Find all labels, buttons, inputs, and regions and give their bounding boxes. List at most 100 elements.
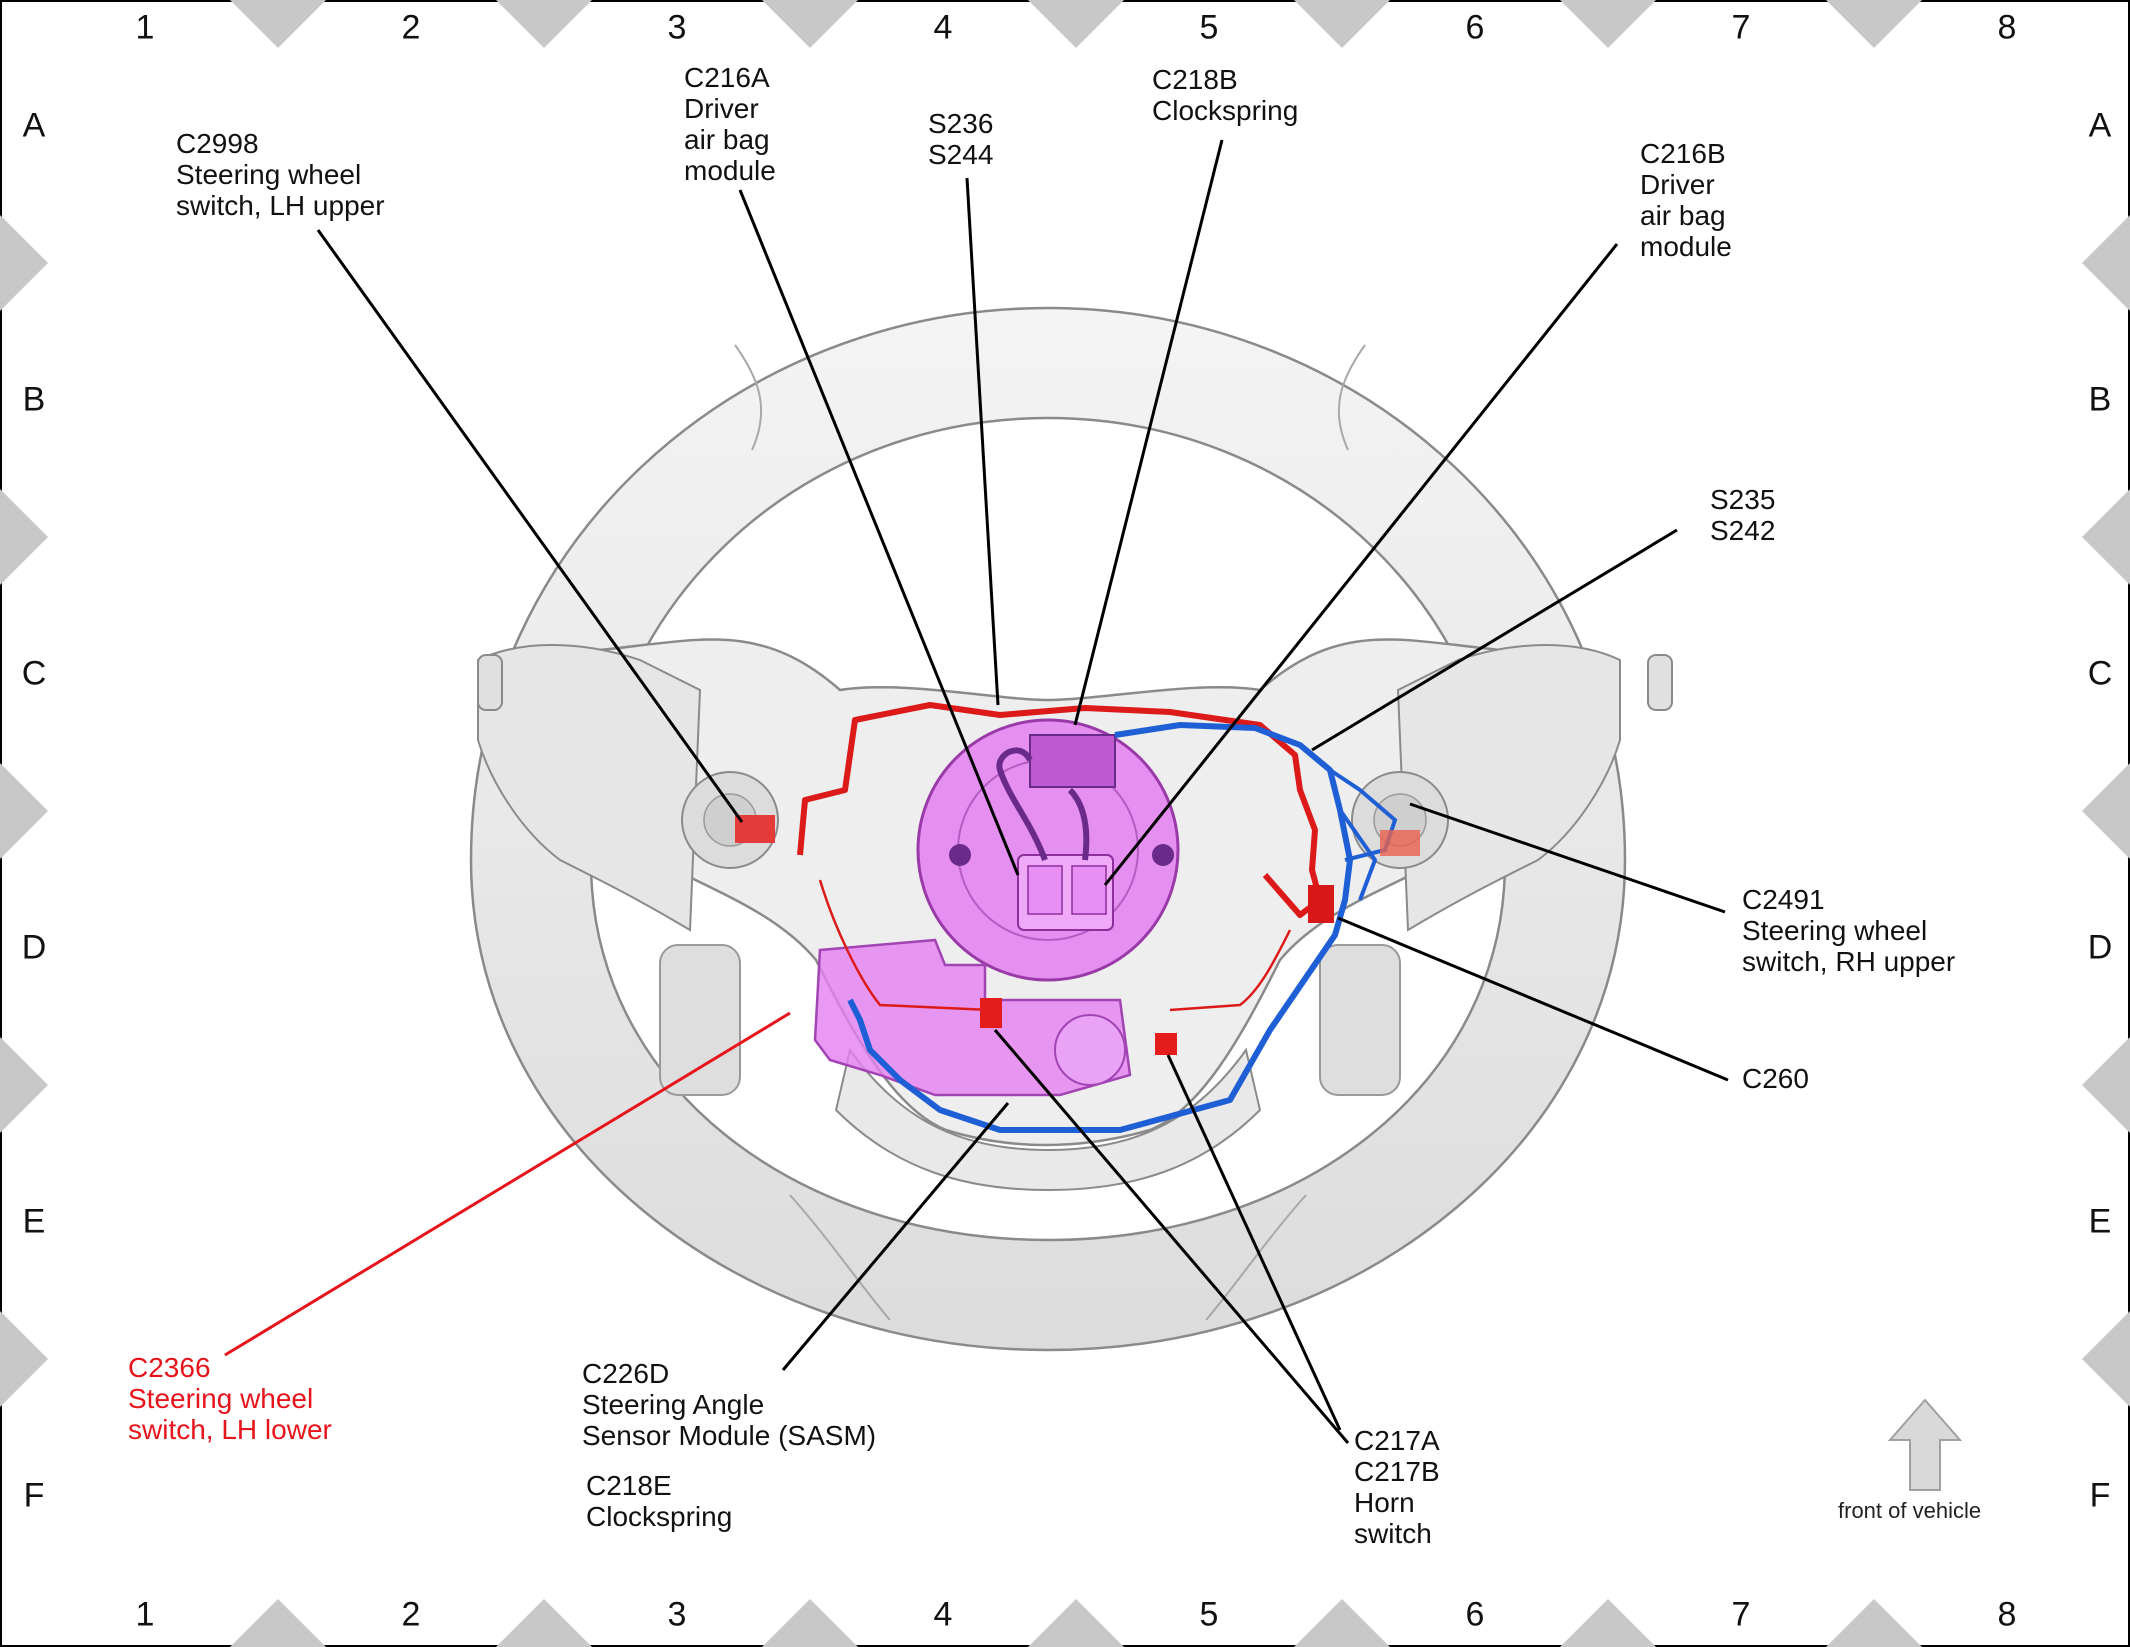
leader-c216b (1103, 243, 1619, 886)
grid-row-label-left: C (21, 654, 47, 693)
callout-c218b-line: Clockspring (1152, 95, 1299, 126)
callout-c217-line: C217A (1354, 1425, 1440, 1456)
grid-marker-right (2082, 1037, 2130, 1133)
grid-marker-top (1826, 0, 1922, 48)
grid-col-label-bottom: 1 (135, 1595, 155, 1634)
connector-c217a (980, 998, 1002, 1028)
grid-row-label-left: D (21, 928, 47, 967)
grid-marker-bottom (1826, 1599, 1922, 1647)
leader-c217a (993, 1029, 1350, 1444)
harness-blue-branch (1328, 768, 1398, 901)
callout-c216a-line: module (684, 155, 776, 186)
grid-col-label-top: 1 (135, 8, 155, 47)
leader-c2491 (1409, 802, 1726, 914)
harness-blue (847, 722, 1353, 1133)
grid-col-label-top: 5 (1199, 8, 1219, 47)
leader-s235 (1311, 528, 1678, 752)
callout-c216b-line: Driver (1640, 169, 1715, 200)
clockspring-module (916, 718, 1180, 982)
callout-c217-line: switch (1354, 1518, 1432, 1549)
grid-row-label-right: D (2087, 928, 2113, 967)
callout-c260: C260 (1742, 1063, 1809, 1094)
front-of-vehicle-arrow-icon (1887, 1398, 1963, 1491)
grid-marker-bottom (1560, 1599, 1656, 1647)
callout-c218b-line: C218B (1152, 64, 1238, 95)
leader-lines (316, 139, 1729, 1444)
grid-marker-right (2082, 489, 2130, 585)
grid-row-label-left: F (23, 1476, 45, 1515)
lh-lower-switch-pad (659, 944, 741, 1096)
callout-c2366-line: switch, LH lower (128, 1414, 332, 1445)
grid-marker-left (0, 1037, 48, 1133)
grid-col-label-bottom: 2 (401, 1595, 421, 1634)
callout-c217-line: C217B (1354, 1456, 1440, 1487)
grid-col-label-top: 4 (933, 8, 953, 47)
callout-c226d-line: Steering Angle (582, 1389, 765, 1420)
callout-c260-line: C260 (1742, 1063, 1809, 1094)
grid-marker-left (0, 763, 48, 859)
grid-marker-right (2082, 215, 2130, 311)
leader-s236 (965, 177, 1000, 706)
callout-c216a-line: Driver (684, 93, 759, 124)
callout-c2491-line: Steering wheel (1742, 915, 1928, 946)
grid-row-label-right: C (2087, 654, 2113, 693)
leader-c2366 (224, 1011, 791, 1357)
grid-col-label-top: 3 (667, 8, 687, 47)
grid-marker-top (762, 0, 858, 48)
grid-marker-right (2082, 1311, 2130, 1407)
grid-marker-top (1028, 0, 1124, 48)
right-spoke (1396, 644, 1621, 932)
grid-marker-top (1560, 0, 1656, 48)
grid-col-label-bottom: 6 (1465, 1595, 1485, 1634)
grid-col-label-bottom: 7 (1731, 1595, 1751, 1634)
callout-c2998-line: Steering wheel (176, 159, 362, 190)
grid-row-label-right: F (2089, 1476, 2111, 1515)
grid-col-label-bottom: 8 (1997, 1595, 2017, 1634)
callout-c216b-line: C216B (1640, 138, 1726, 169)
callout-c217-line: Horn (1354, 1487, 1415, 1518)
grid-col-label-bottom: 5 (1199, 1595, 1219, 1634)
sasm-module (813, 938, 1132, 1097)
grid-marker-left (0, 215, 48, 311)
callout-c216b-line: air bag (1640, 200, 1726, 231)
callout-c2366-line: C2366 (128, 1352, 211, 1383)
grid-marker-right (2082, 763, 2130, 859)
grid-marker-top (230, 0, 326, 48)
grid-marker-bottom (496, 1599, 592, 1647)
grid-col-label-top: 8 (1997, 8, 2017, 47)
grid-marker-bottom (762, 1599, 858, 1647)
leader-c218b (1073, 139, 1224, 726)
callout-s236-line: S244 (928, 139, 994, 170)
callout-c226d-line: C226D (582, 1358, 670, 1389)
grid-marker-bottom (1028, 1599, 1124, 1647)
grid-marker-top (496, 0, 592, 48)
grid-row-label-left: A (22, 106, 46, 145)
grid-col-label-top: 2 (401, 8, 421, 47)
paddle-right (1647, 654, 1673, 711)
rh-lower-switch-pad (1319, 944, 1401, 1096)
connector-c217b (1155, 1033, 1177, 1055)
left-spoke (477, 644, 702, 932)
grid-marker-top (1294, 0, 1390, 48)
grid-marker-bottom (1294, 1599, 1390, 1647)
front-of-vehicle-label: front of vehicle (1838, 1498, 1982, 1523)
callout-s235-line: S242 (1710, 515, 1776, 546)
grid-row-label-right: E (2088, 1202, 2112, 1241)
leader-c217b (1166, 1054, 1342, 1431)
grid-col-label-top: 7 (1731, 8, 1751, 47)
callout-c216b-line: module (1640, 231, 1732, 262)
callout-c216a-line: air bag (684, 124, 770, 155)
leader-c216a (738, 189, 1020, 876)
connector-c2491 (1380, 830, 1420, 856)
